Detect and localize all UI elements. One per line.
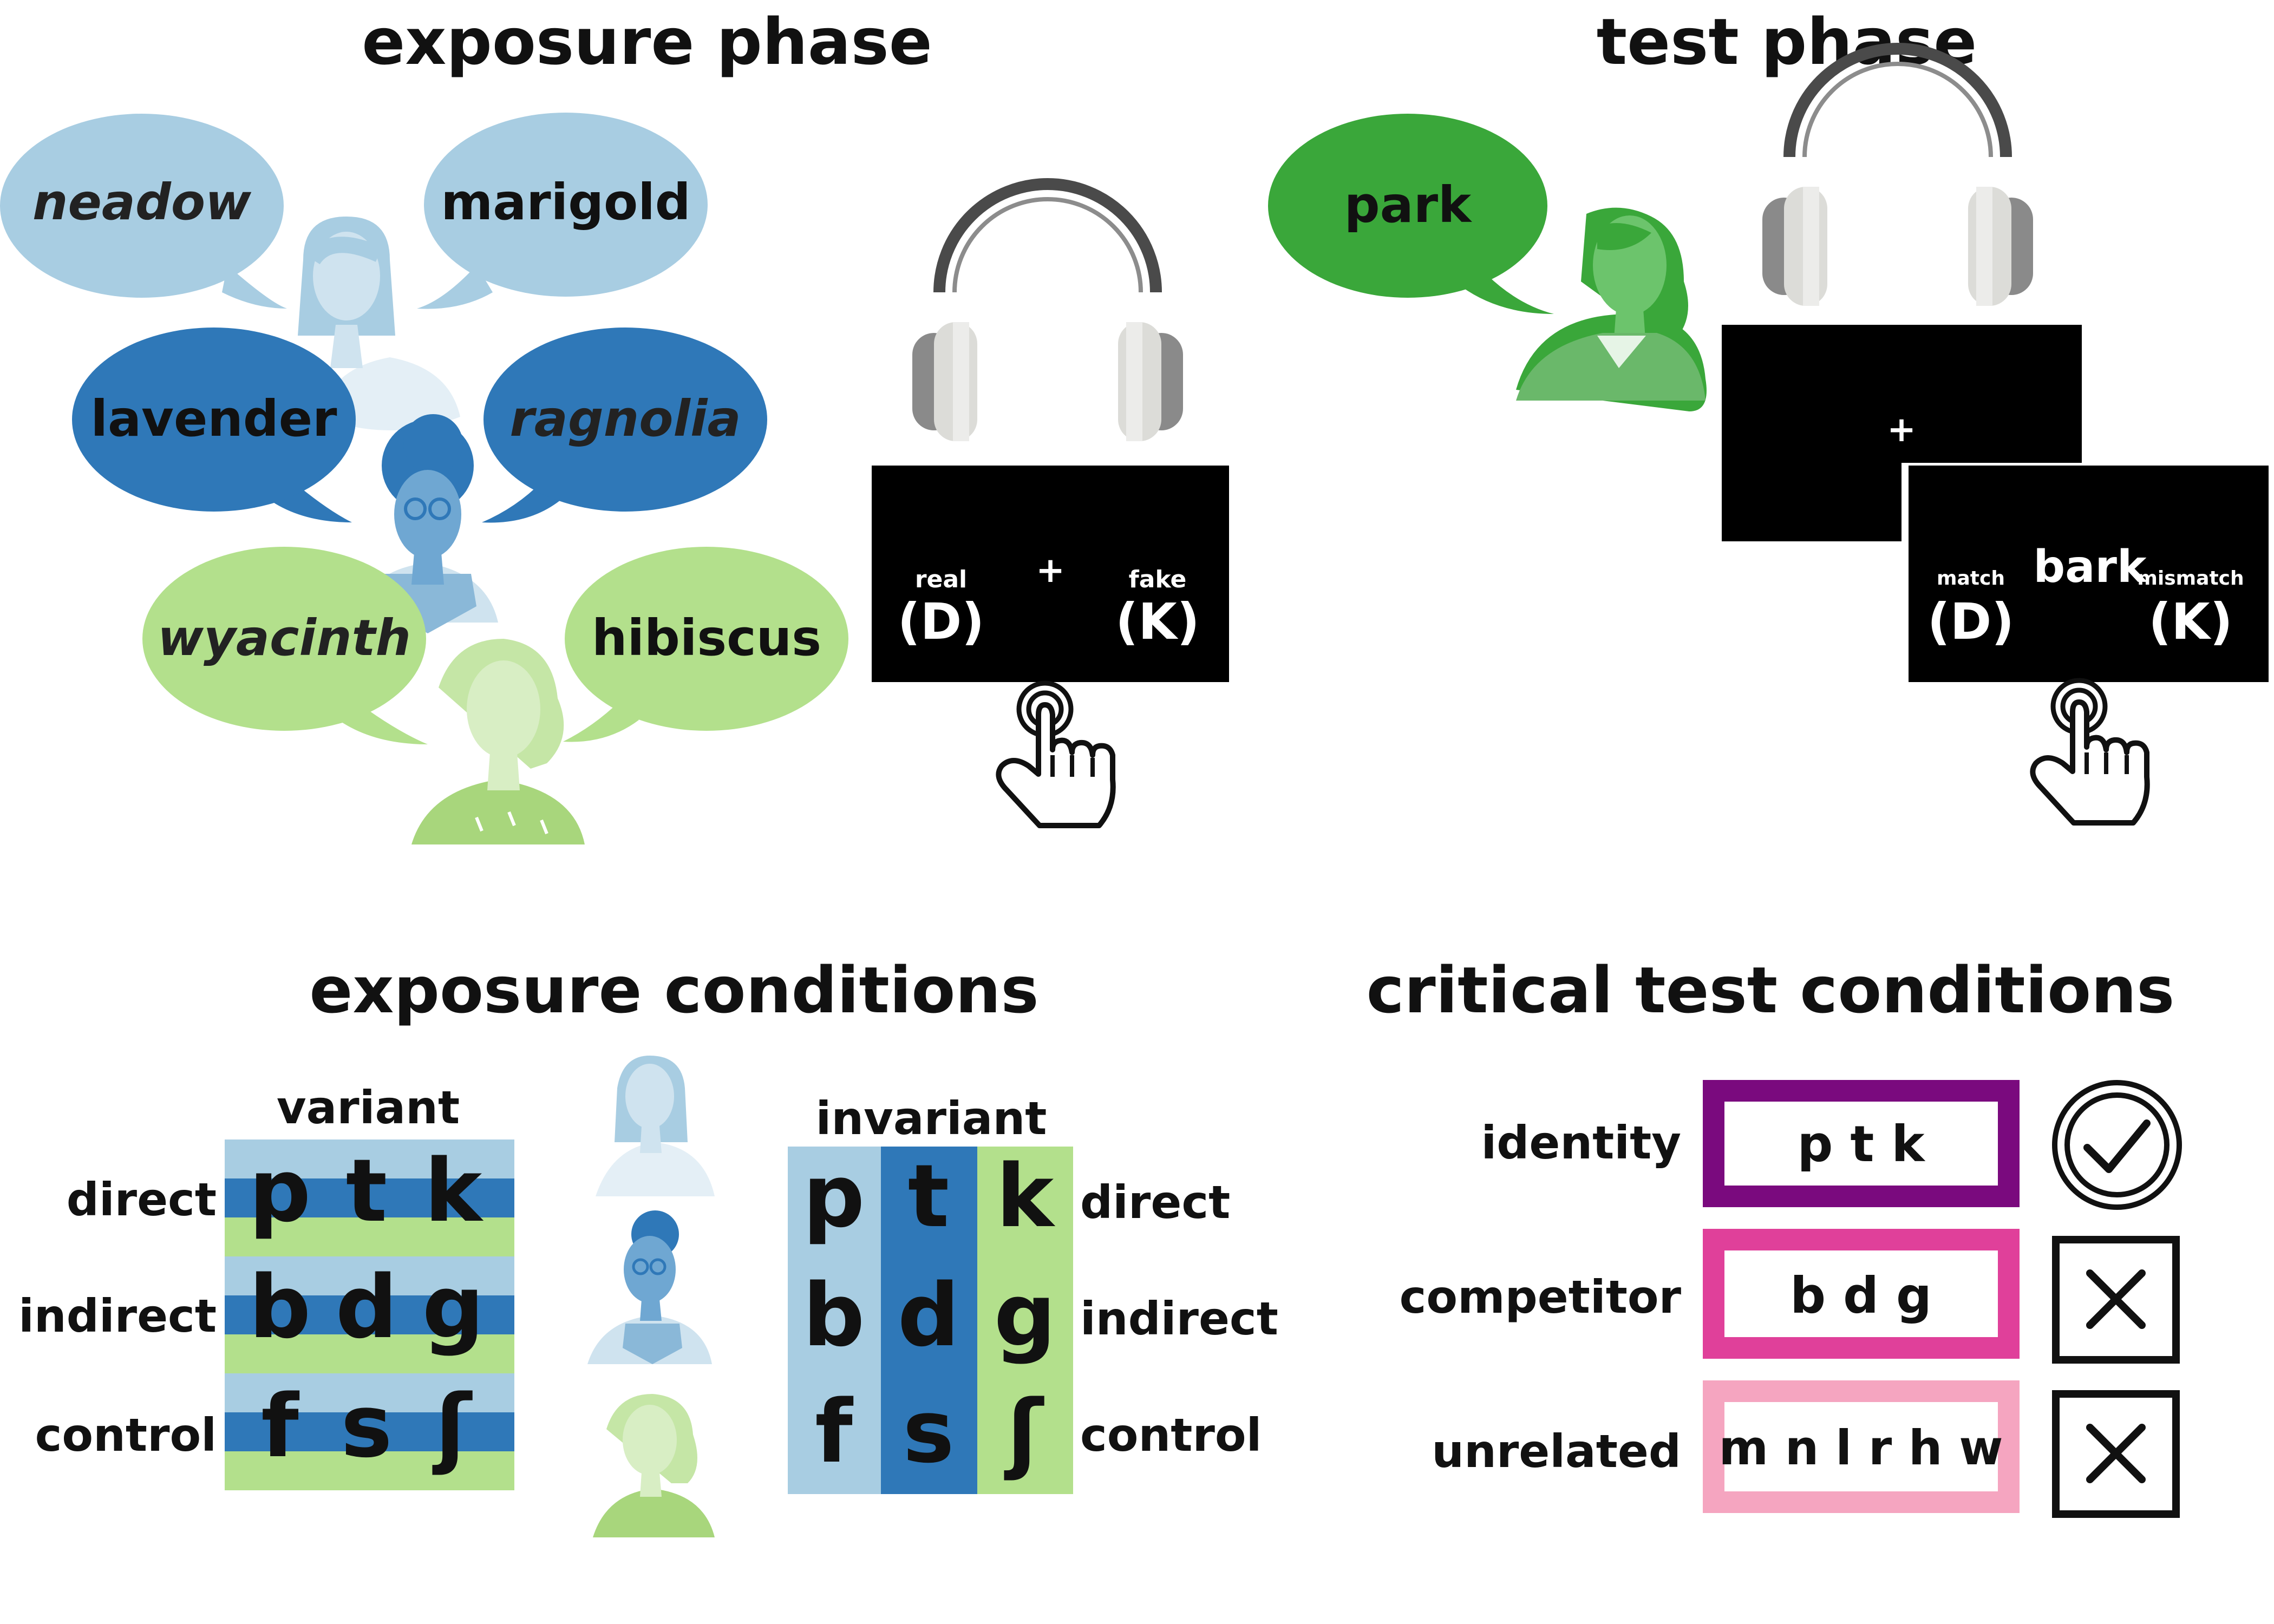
condition-box-inner	[1724, 1250, 1998, 1337]
headphones-icon	[912, 184, 1183, 441]
right-response-label: mismatch	[2137, 567, 2244, 590]
left-response-label: match	[1937, 567, 2005, 590]
left-response-label: real	[915, 566, 967, 593]
invariant-letter: s	[903, 1381, 954, 1482]
right-response-label: fake	[1129, 566, 1187, 593]
bubble-word: ragnolia	[509, 390, 741, 448]
invariant-letter: g	[994, 1265, 1056, 1366]
finger-press-icon	[998, 683, 1113, 826]
condition-identity: identity	[1481, 1116, 1681, 1169]
target-word-screen: bark match (D) mismatch (K)	[1901, 463, 2269, 682]
variant-letter: f	[261, 1376, 300, 1477]
speaker-avatar-icon	[593, 1394, 715, 1537]
cross-icon	[2052, 1390, 2180, 1518]
invariant-label: invariant	[816, 1092, 1047, 1145]
speech-bubble-marigold: marigold	[417, 113, 708, 309]
invariant-row-direct: direct	[1080, 1176, 1230, 1229]
left-response-key: (D)	[1927, 593, 2014, 651]
variant-letter: ʃ	[432, 1376, 473, 1477]
cross-icon	[2052, 1236, 2180, 1364]
speaker-avatar-icon	[1516, 207, 1707, 411]
speech-bubble-park: park	[1268, 114, 1554, 314]
variant-letter: d	[336, 1256, 398, 1358]
left-response-key: (D)	[898, 593, 984, 651]
exposure-conditions-title: exposure conditions	[309, 953, 1038, 1027]
variant-letter: b	[249, 1256, 311, 1358]
speech-bubble-lavender: lavender	[72, 328, 356, 522]
bubble-word: neadow	[32, 173, 252, 231]
variant-row-indirect: indirect	[18, 1289, 217, 1343]
right-response-key: (K)	[2148, 593, 2232, 651]
speech-bubble-hibiscus: hibiscus	[563, 547, 848, 742]
finger-press-icon	[2033, 680, 2147, 823]
fixation-cross: +	[1036, 551, 1065, 591]
variant-label: variant	[277, 1081, 460, 1134]
invariant-row-indirect: indirect	[1080, 1292, 1278, 1345]
exposure-screen: + real (D) fake (K)	[872, 466, 1229, 682]
bubble-word: park	[1344, 176, 1472, 234]
invariant-letter: ʃ	[1004, 1381, 1044, 1482]
speaker-avatar-icon	[596, 1056, 715, 1196]
variant-row-direct: direct	[67, 1173, 217, 1226]
bubble-word: lavender	[90, 390, 337, 448]
bubble-word: wyacinth	[158, 609, 411, 667]
condition-box-inner	[1724, 1402, 1998, 1491]
check-icon	[2052, 1080, 2182, 1210]
condition-competitor: competitor	[1400, 1271, 1682, 1324]
variant-row-control: control	[35, 1409, 217, 1462]
variant-letter: p	[249, 1140, 311, 1241]
invariant-letter: t	[908, 1145, 949, 1247]
invariant-letter: d	[898, 1265, 960, 1366]
headphones-icon	[1762, 49, 2033, 306]
speech-bubble-neadow: neadow	[0, 114, 287, 309]
invariant-letter: k	[996, 1145, 1056, 1247]
variant-letter: k	[424, 1140, 484, 1241]
speaker-avatar-icon	[587, 1210, 712, 1364]
speaker-avatar-icon	[298, 217, 585, 844]
condition-letters: p t k	[1797, 1115, 1925, 1173]
condition-letters: b d g	[1790, 1267, 1932, 1325]
invariant-row-control: control	[1080, 1409, 1262, 1462]
speech-bubble-ragnolia: ragnolia	[482, 328, 767, 523]
variant-letter: g	[422, 1256, 485, 1358]
speech-bubble-wyacinth: wyacinth	[142, 547, 428, 744]
variant-letter: s	[341, 1376, 392, 1477]
target-word: bark	[2033, 541, 2147, 593]
invariant-letter: f	[815, 1381, 854, 1482]
variant-grid	[225, 1140, 514, 1490]
bubble-word: hibiscus	[592, 609, 821, 667]
condition-letters: m n l r h w	[1718, 1420, 2003, 1476]
invariant-letter: p	[803, 1145, 865, 1247]
bubble-word: marigold	[441, 173, 690, 231]
variant-letter: t	[346, 1140, 387, 1241]
right-response-key: (K)	[1115, 593, 1199, 651]
condition-box-inner	[1724, 1102, 1998, 1186]
condition-unrelated: unrelated	[1432, 1425, 1681, 1478]
invariant-letter: b	[803, 1265, 865, 1366]
critical-test-conditions-title: critical test conditions	[1367, 953, 2175, 1027]
invariant-grid	[788, 1147, 1073, 1494]
fixation-cross: +	[1887, 410, 1916, 450]
exposure-phase-title: exposure phase	[362, 4, 932, 79]
